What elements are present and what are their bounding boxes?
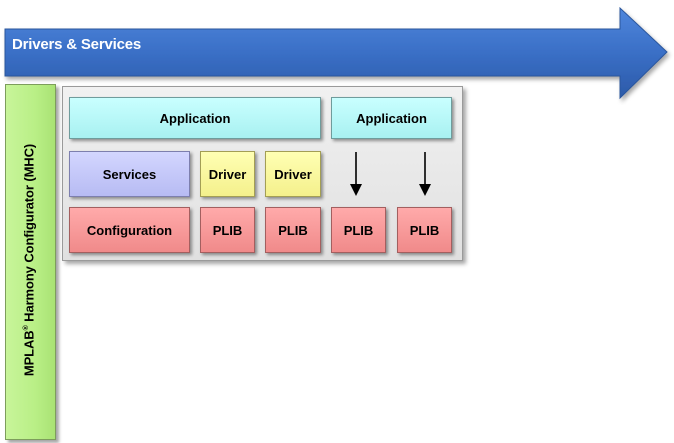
plib-box-2: PLIB	[265, 207, 321, 253]
mhc-bar	[5, 84, 56, 440]
application-box-right: Application	[331, 97, 452, 139]
mhc-label: MPLAB® Harmony Configurator (MHC)	[21, 143, 37, 377]
plib-box-3: PLIB	[331, 207, 386, 253]
plib-box-4: PLIB	[397, 207, 452, 253]
driver-box-1: Driver	[200, 151, 255, 197]
driver-box-2: Driver	[265, 151, 321, 197]
drivers-services-label: Drivers & Services	[12, 36, 141, 53]
application-box-left: Application	[69, 97, 321, 139]
drivers-services-arrow	[4, 6, 668, 100]
services-box: Services	[69, 151, 190, 197]
configuration-box: Configuration	[69, 207, 190, 253]
plib-box-1: PLIB	[200, 207, 255, 253]
down-arrow-icon	[419, 152, 431, 196]
software-stack-container: Application Application Services Driver …	[62, 86, 463, 261]
down-arrow-icon	[350, 152, 362, 196]
